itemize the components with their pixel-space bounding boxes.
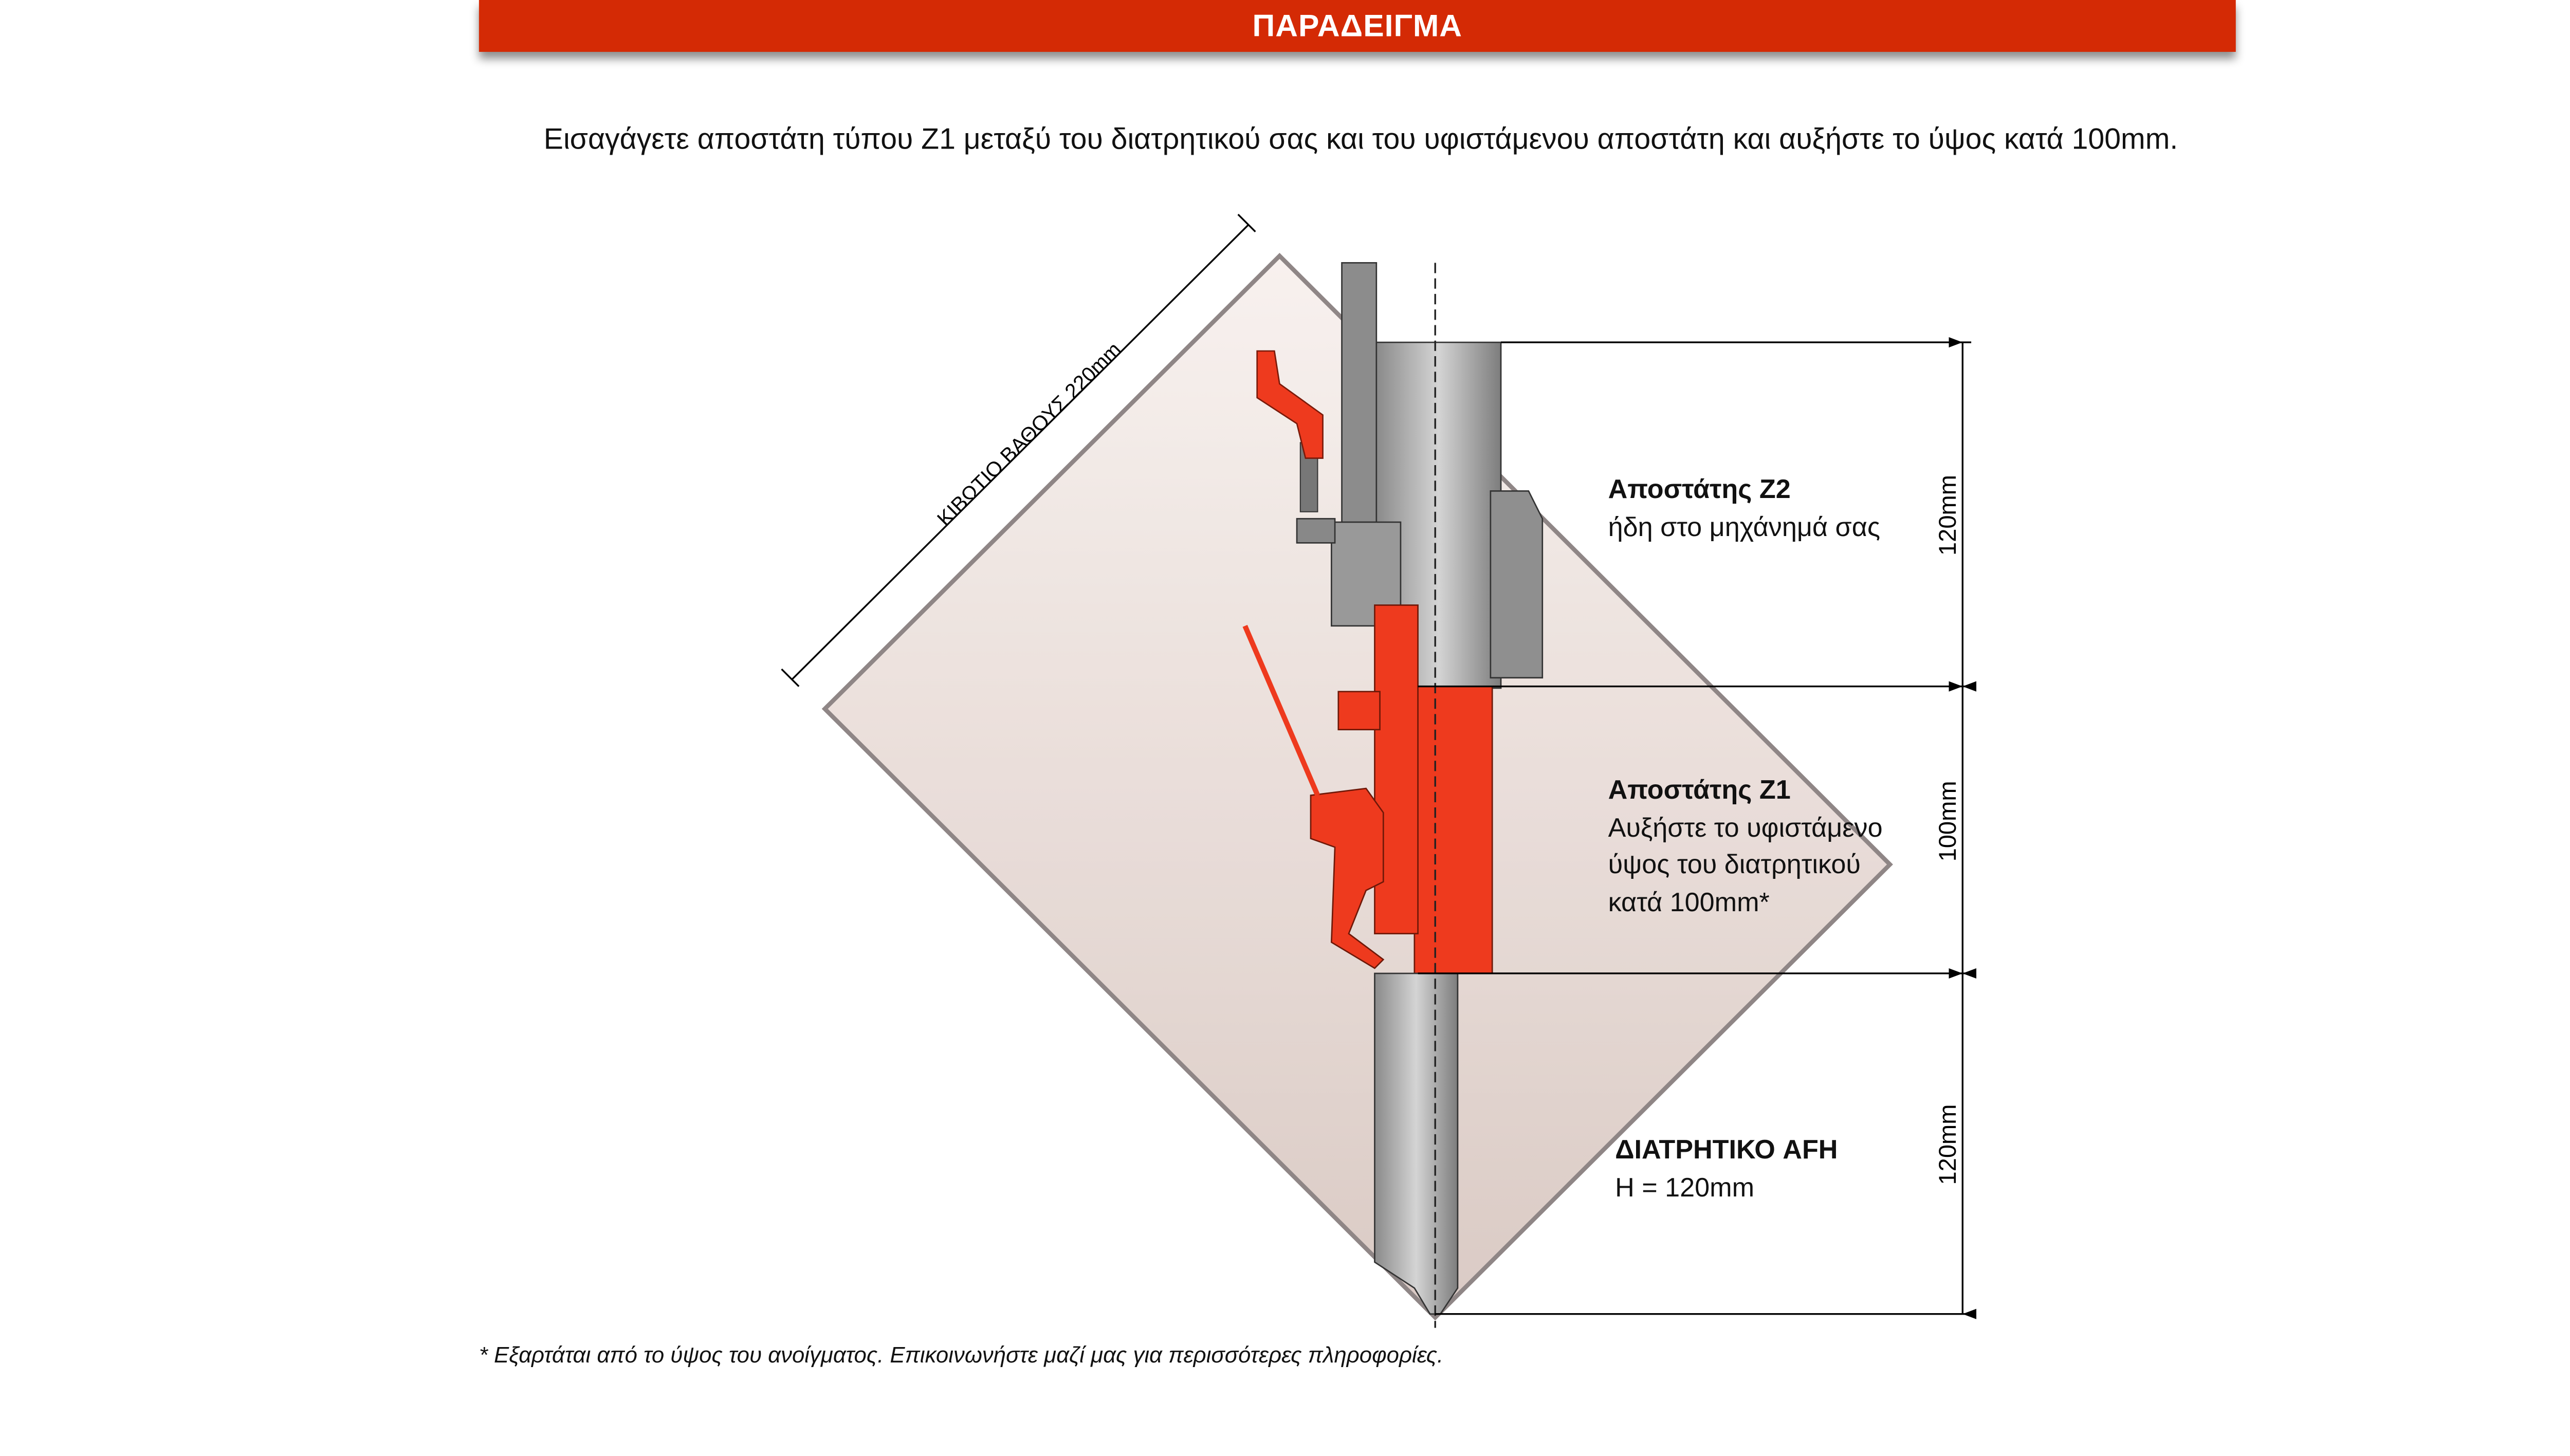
clamp-handle [1256, 350, 1324, 459]
punch-label: ΔΙΑΤΡΗΤΙΚΟ AFH H = 120mm [1615, 1132, 1838, 1207]
z1-spacer [1242, 604, 1493, 974]
z2-label: Αποστάτης Z2 ήδη στο μηχάνημά σας [1608, 472, 1880, 546]
banner-title: ΠΑΡΑΔΕΙΓΜΑ [1252, 8, 1463, 44]
z2-desc: ήδη στο μηχάνημά σας [1608, 512, 1881, 542]
z1-label: Αποστάτης Z1 Αυξήστε το υφιστάμενο ύψος … [1608, 773, 1883, 921]
punch-title: ΔΙΑΤΡΗΤΙΚΟ AFH [1615, 1136, 1838, 1166]
section-banner: ΠΑΡΑΔΕΙΓΜΑ [479, 0, 2236, 52]
z1-desc-3: κατά 100mm* [1608, 888, 1770, 917]
punch-height: H = 120mm [1615, 1173, 1755, 1203]
box-depth-outline [821, 252, 1893, 1321]
box-dimension-line [791, 224, 1250, 680]
intro-text: Εισαγάγετε αποστάτη τύπου Z1 μεταξύ του … [543, 122, 2178, 156]
footnote: * Εξαρτάται από το ύψος του ανοίγματος. … [479, 1341, 1444, 1368]
z1-desc-2: ύψος του διατρητικού [1608, 851, 1861, 880]
dim-punch: 120mm [1934, 1104, 1961, 1185]
dim-z1: 100mm [1934, 781, 1961, 861]
z1-title: Αποστάτης Z1 [1608, 776, 1791, 806]
z1-lever [1242, 624, 1320, 797]
height-dimensions [1418, 337, 1977, 1319]
punch-afh [1374, 972, 1459, 1315]
z2-title: Αποστάτης Z2 [1608, 475, 1791, 505]
z1-desc-1: Αυξήστε το υφιστάμενο [1608, 813, 1883, 843]
dim-z2: 120mm [1934, 475, 1961, 556]
